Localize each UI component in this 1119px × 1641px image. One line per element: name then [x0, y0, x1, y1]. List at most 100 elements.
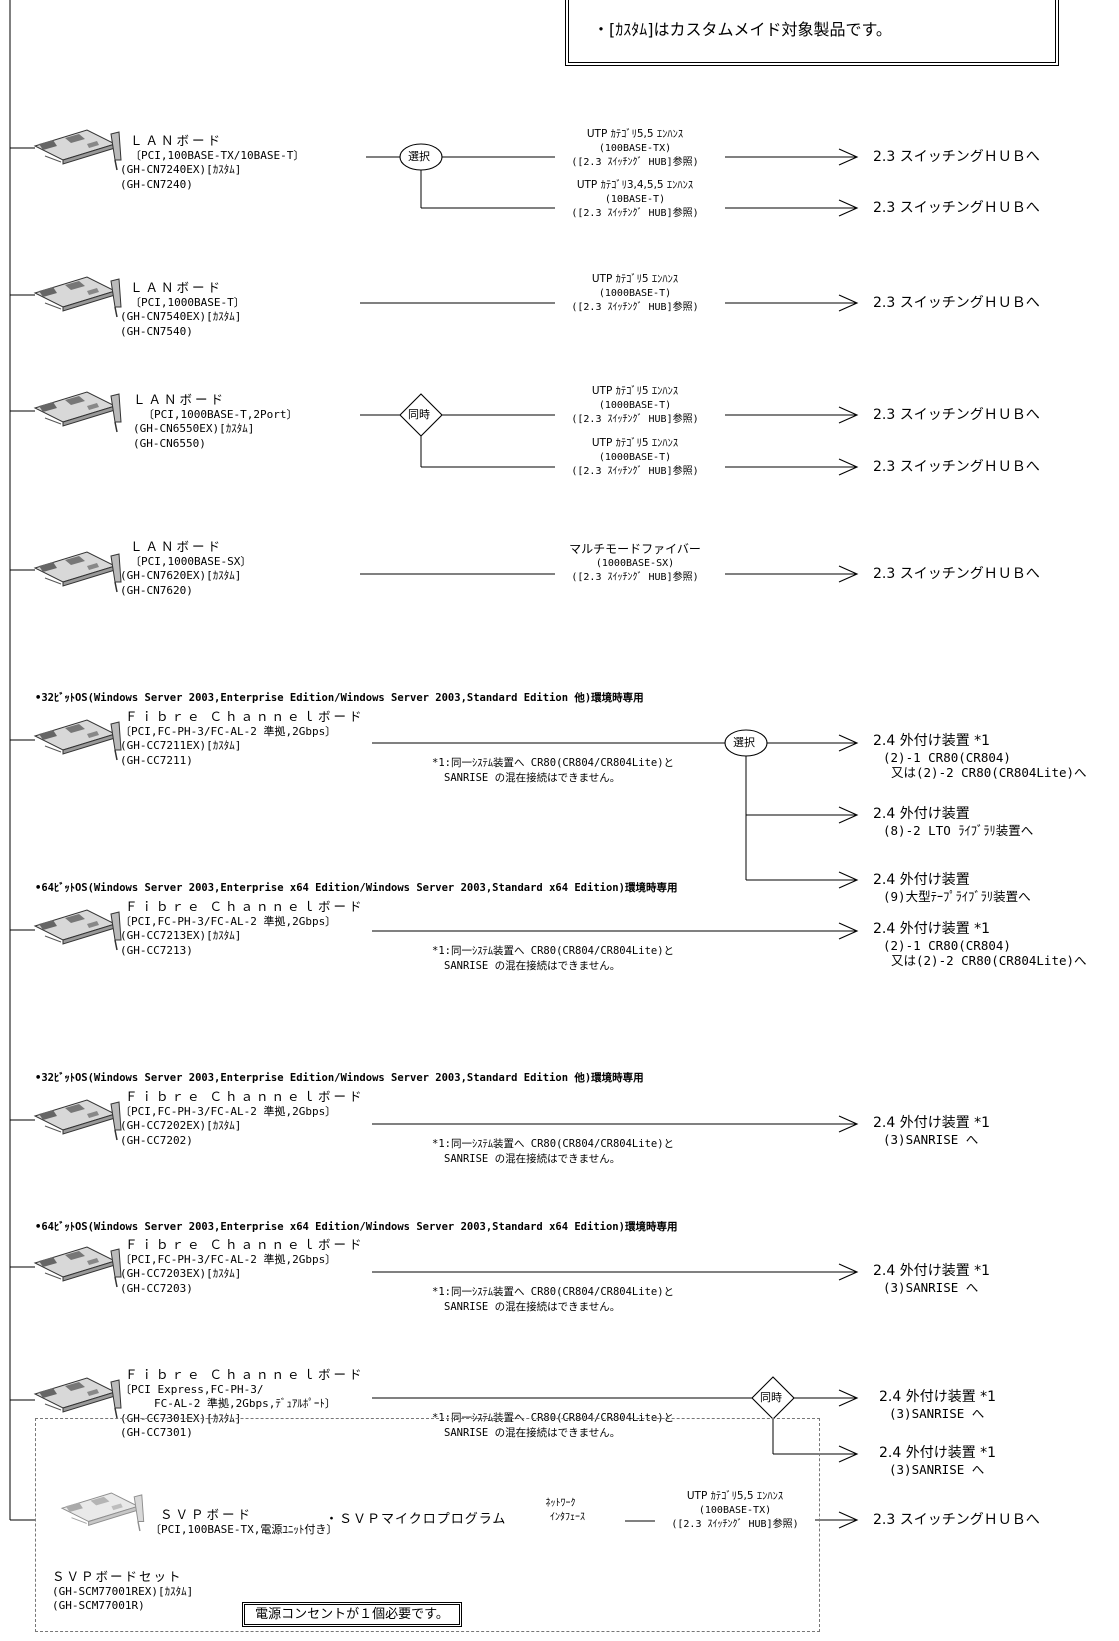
board-title: ＬＡＮボード [133, 392, 227, 407]
fc-note: *1:同一ｼｽﾃﾑ装置へ CR80(CR804/CR804Lite)と SANR… [432, 1285, 674, 1315]
dest-external-sanrise: 2.4 外付け装置 *1 (3)SANRISE へ [879, 1445, 997, 1477]
fc-board-1: Ｆｉｂｒｅ Ｃｈａｎｎｅｌボード 〔PCI,FC-PH-3/FC-AL-2 準拠… [120, 709, 365, 768]
fc-board-icon [34, 909, 122, 951]
board-model-custom: (GH-CN7620EX)[ｶｽﾀﾑ] [120, 569, 242, 583]
board-model: (GH-CN7540) [120, 324, 193, 338]
arrow [814, 1445, 858, 1463]
dest-switching-hub: 2.3 スイッチングＨＵＢへ [873, 459, 1040, 475]
dest-title: 2.4 外付け装置 [873, 806, 970, 822]
board-model-custom: (GH-CC7211EX)[ｶｽﾀﾑ] [120, 739, 242, 753]
note-line: *1:同一ｼｽﾃﾑ装置へ CR80(CR804/CR804Lite)と [432, 1286, 675, 1298]
board-title: Ｆｉｂｒｅ Ｃｈａｎｎｅｌボード [125, 1089, 365, 1104]
board-title: Ｆｉｂｒｅ Ｃｈａｎｎｅｌボード [125, 709, 365, 724]
note-line: *1:同一ｼｽﾃﾑ装置へ CR80(CR804/CR804Lite)と [432, 1138, 675, 1150]
dest-external-sanrise: 2.4 外付け装置 *1 (3)SANRISE へ [873, 1263, 991, 1295]
cable-mode: (1000BASE-T) [598, 287, 672, 299]
board-model-custom: (GH-CC7202EX)[ｶｽﾀﾑ] [120, 1119, 242, 1133]
set-model-custom: (GH-SCM77001REX)[ｶｽﾀﾑ] [52, 1584, 194, 1598]
cable-ref: ([2.3 ｽｲｯﾁﾝｸﾞ HUB]参照) [571, 465, 699, 477]
note-line: SANRISE の混在接続はできません。 [444, 1153, 621, 1165]
dest-title: 2.4 外付け装置 [873, 872, 970, 888]
note-line: SANRISE の混在接続はできません。 [444, 1301, 621, 1313]
board-spec: 〔PCI,1000BASE-T,2Port〕 [143, 407, 298, 421]
board-model: (GH-CN7240) [120, 177, 193, 191]
dest-sub: (2)-1 CR80(CR804) [883, 937, 1011, 953]
lan-board-4: ＬＡＮボード 〔PCI,1000BASE-SX〕 (GH-CN7620EX)[ｶ… [120, 539, 251, 598]
lan-board-icon [34, 276, 122, 318]
board-model: (GH-CN6550) [133, 436, 206, 450]
header-note: ・[ｶｽﾀﾑ]はカスタムメイド対象製品です。 [593, 20, 892, 39]
dest-title: 2.4 外付け装置 *1 [873, 733, 991, 749]
dest-title: 2.4 外付け装置 *1 [879, 1445, 997, 1461]
cable-ref: ([2.3 ｽｲｯﾁﾝｸﾞ HUB]参照) [571, 207, 699, 219]
board-spec: 〔PCI,100BASE-TX,電源ﾕﾆｯﾄ付き〕 [150, 1522, 338, 1536]
fc-note: *1:同一ｼｽﾃﾑ装置へ CR80(CR804/CR804Lite)と SANR… [432, 1411, 674, 1441]
dest-switching-hub: 2.3 スイッチングＨＵＢへ [873, 200, 1040, 216]
cable-mode: (100BASE-TX) [598, 142, 672, 154]
board-model: (GH-CN7620) [120, 583, 193, 597]
board-title: Ｆｉｂｒｅ Ｃｈａｎｎｅｌボード [125, 1237, 365, 1252]
simul-decision-lan3 [399, 393, 443, 437]
cable-mode: (1000BASE-T) [598, 399, 672, 411]
cable-label-3: UTP ｶﾃｺﾞﾘ5 ｴﾝﾊﾝｽ (1000BASE-T) ([2.3 ｽｲｯﾁ… [545, 273, 725, 314]
dest-sub: (3)SANRISE へ [883, 1279, 979, 1295]
fc-board-icon [34, 719, 122, 761]
dest-title: 2.4 外付け装置 *1 [873, 1263, 991, 1279]
note-line: SANRISE の混在接続はできません。 [444, 772, 621, 784]
board-model-custom: (GH-CC7213EX)[ｶｽﾀﾑ] [120, 929, 242, 943]
board-title: ＬＡＮボード [130, 133, 224, 148]
fc-board-5: Ｆｉｂｒｅ Ｃｈａｎｎｅｌボード 〔PCI Express,FC-PH-3/ F… [120, 1367, 364, 1441]
lan-board-icon [34, 391, 122, 433]
select-decision-fc1 [724, 729, 768, 757]
dest-sub: (3)SANRISE へ [883, 1131, 979, 1147]
cable-label-6: マルチモードファイバー (1000BASE-SX) ([2.3 ｽｲｯﾁﾝｸﾞ … [545, 542, 725, 584]
select-decision-lan1 [399, 143, 443, 171]
board-model-custom: (GH-CN7540EX)[ｶｽﾀﾑ] [120, 310, 242, 324]
select-label: 選択 [733, 736, 755, 749]
cable-type: UTP ｶﾃｺﾞﾘ5 ｴﾝﾊﾝｽ [591, 273, 679, 285]
arrow [814, 922, 858, 940]
nw-line: ｲﾝﾀﾌｪｰｽ [550, 1512, 585, 1523]
arrow [814, 871, 858, 889]
board-spec: 〔PCI,FC-PH-3/FC-AL-2 準拠,2Gbps〕 [120, 1104, 337, 1118]
power-note-text: 電源コンセントが１個必要です。 [255, 1607, 449, 1622]
select-label: 選択 [408, 150, 430, 163]
dest-sub: (3)SANRISE へ [889, 1461, 985, 1477]
board-model: (GH-CC7202) [120, 1133, 193, 1147]
dest-external-sanrise: 2.4 外付け装置 *1 (3)SANRISE へ [873, 1115, 990, 1147]
cable-label-1: UTP ｶﾃｺﾞﾘ5,5 ｴﾝﾊﾝｽ (100BASE-TX) ([2.3 ｽｲ… [545, 128, 725, 169]
board-spec: 〔PCI,1000BASE-T〕 [130, 295, 245, 309]
fc-note: *1:同一ｼｽﾃﾑ装置へ CR80(CR804/CR804Lite)と SANR… [432, 1137, 674, 1167]
os-header-64bit: •64ﾋﾞｯﾄOS(Windows Server 2003,Enterprise… [35, 1221, 678, 1233]
dest-sub: 又は(2)-2 CR80(CR804Lite)へ [891, 765, 1087, 780]
board-model-custom: (GH-CN6550EX)[ｶｽﾀﾑ] [133, 422, 255, 436]
board-title: ＬＡＮボード [130, 539, 224, 554]
arrow [814, 406, 858, 424]
cable-type: UTP ｶﾃｺﾞﾘ3,4,5,5 ｴﾝﾊﾝｽ [576, 179, 694, 191]
lan-board-icon [34, 129, 122, 171]
fc-board-2: Ｆｉｂｒｅ Ｃｈａｎｎｅｌボード 〔PCI,FC-PH-3/FC-AL-2 準拠… [120, 899, 365, 958]
board-spec: 〔PCI,FC-PH-3/FC-AL-2 準拠,2Gbps〕 [120, 724, 337, 738]
simul-decision-fc5 [751, 1376, 795, 1420]
dest-switching-hub: 2.3 スイッチングＨＵＢへ [873, 149, 1040, 165]
cable-label-4: UTP ｶﾃｺﾞﾘ5 ｴﾝﾊﾝｽ (1000BASE-T) ([2.3 ｽｲｯﾁ… [545, 385, 725, 426]
board-title: Ｆｉｂｒｅ Ｃｈａｎｎｅｌボード [125, 899, 365, 914]
cable-mode: (10BASE-T) [604, 193, 666, 205]
cable-label-7: UTP ｶﾃｺﾞﾘ5,5 ｴﾝﾊﾝｽ (100BASE-TX) ([2.3 ｽｲ… [645, 1490, 825, 1531]
cable-ref: ([2.3 ｽｲｯﾁﾝｸﾞ HUB]参照) [571, 413, 699, 425]
arrow [814, 1263, 858, 1281]
set-model: (GH-SCM77001R) [52, 1599, 145, 1613]
os-header-32bit: •32ﾋﾞｯﾄOS(Windows Server 2003,Enterprise… [35, 1072, 644, 1084]
lan-board-3: ＬＡＮボード 〔PCI,1000BASE-T,2Port〕 (GH-CN6550… [123, 392, 298, 451]
fc-board-3: Ｆｉｂｒｅ Ｃｈａｎｎｅｌボード 〔PCI,FC-PH-3/FC-AL-2 準拠… [120, 1089, 365, 1148]
dest-switching-hub: 2.3 スイッチングＨＵＢへ [873, 1512, 1040, 1528]
cable-ref: ([2.3 ｽｲｯﾁﾝｸﾞ HUB]参照) [571, 301, 699, 313]
fc-board-icon [34, 1099, 122, 1141]
dest-external-cr80: 2.4 外付け装置 *1 (2)-1 CR80(CR804) 又は(2)-2 C… [873, 921, 1087, 969]
cable-ref: ([2.3 ｽｲｯﾁﾝｸﾞ HUB]参照) [571, 156, 699, 168]
board-model-custom: (GH-CC7203EX)[ｶｽﾀﾑ] [120, 1267, 242, 1281]
arrow [814, 148, 858, 166]
lan-board-1: ＬＡＮボード 〔PCI,100BASE-TX/10BASE-T〕 (GH-CN7… [120, 133, 304, 192]
arrow [814, 294, 858, 312]
